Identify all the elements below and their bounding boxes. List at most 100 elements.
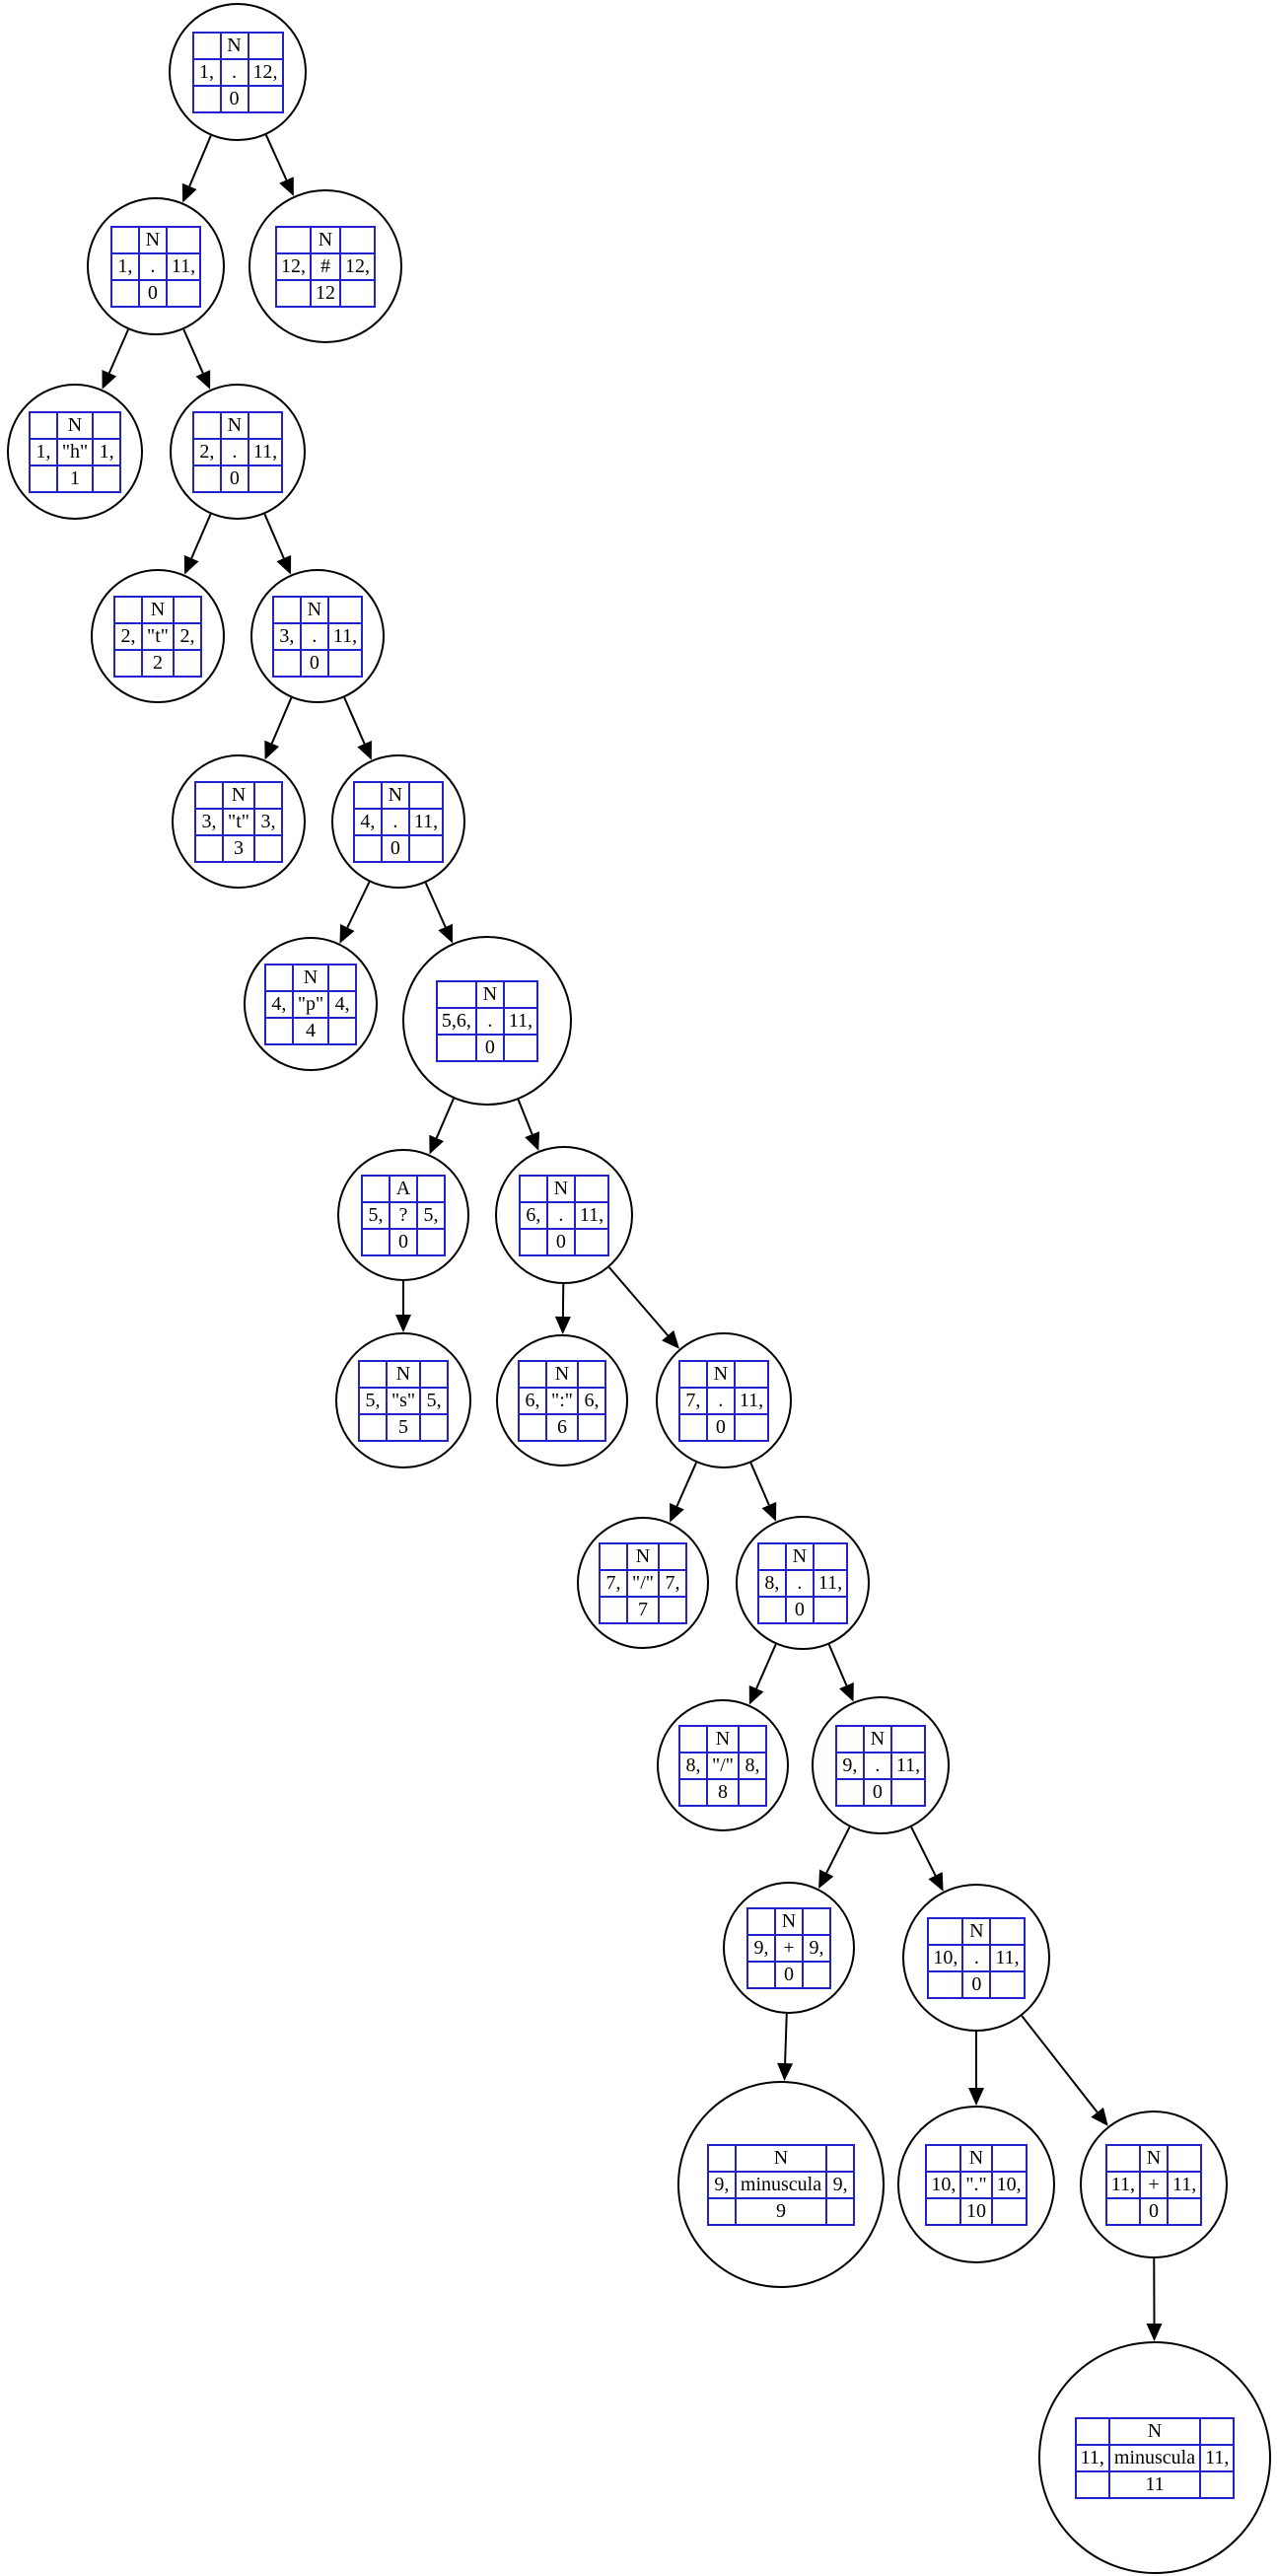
node-flag: N [222, 780, 255, 810]
node-op: "h" [55, 437, 95, 466]
node-value: 0 [774, 1960, 804, 1989]
node-value: 0 [1139, 2196, 1169, 2226]
node-right: 11, [812, 1568, 849, 1598]
node-flag: N [137, 225, 168, 254]
node-op: . [219, 57, 249, 87]
node-right: 10, [990, 2170, 1028, 2199]
node-flag: N [545, 1359, 579, 1389]
node-value: 9 [734, 2196, 828, 2226]
node-left: 7, [677, 1386, 708, 1415]
node-value: 1 [55, 464, 95, 493]
node-value: 0 [784, 1595, 815, 1624]
tree-edge [1021, 2015, 1099, 2113]
edge-arrowhead [438, 923, 453, 944]
node-left: 10, [927, 1943, 964, 1972]
node-value: 11 [1107, 2469, 1202, 2499]
node-right: 11, [989, 1943, 1026, 1972]
node-flag: N [291, 963, 330, 992]
node-op: . [784, 1568, 815, 1598]
edge-arrowhead [670, 1503, 684, 1523]
node-flag: N [219, 410, 249, 440]
tree-edge [188, 135, 212, 187]
node-flag: N [1107, 2416, 1202, 2446]
node-right: 7, [657, 1568, 687, 1598]
edge-arrowhead [102, 370, 117, 390]
node-left: 1, [109, 251, 140, 281]
edge-arrowhead [525, 1131, 540, 1151]
node-flag: N [959, 2143, 993, 2173]
node-right: 11, [165, 251, 202, 281]
node-value: 5 [385, 1412, 422, 1442]
node-right: 12, [247, 57, 284, 87]
tree-edge [264, 134, 288, 180]
node-left: 9, [706, 2170, 737, 2199]
node-value: 0 [219, 464, 249, 493]
edge-arrowhead [339, 924, 355, 944]
tree-edge [182, 328, 204, 374]
node-right: 2, [172, 621, 202, 651]
node-op: "/" [626, 1568, 660, 1598]
node-op: . [474, 1006, 505, 1036]
node-right: 11, [1166, 2170, 1203, 2199]
node-op: . [705, 1386, 736, 1415]
node-left: 8, [756, 1568, 787, 1598]
edge-arrowhead [968, 2088, 984, 2106]
tree-edge [435, 1098, 455, 1139]
node-flag: N [626, 1541, 660, 1571]
node-op: + [1139, 2170, 1169, 2199]
edge-arrowhead [761, 1501, 777, 1522]
node-left: 1, [191, 57, 222, 87]
node-value: 0 [705, 1412, 736, 1442]
node-left: 8, [678, 1751, 709, 1780]
node-op: . [137, 251, 168, 281]
node-op: # [310, 251, 341, 281]
node-value: 0 [380, 833, 410, 863]
node-value: 0 [389, 1227, 418, 1256]
node-right: 11, [502, 1006, 539, 1036]
node-op: "t" [222, 807, 255, 836]
node-right: 11, [326, 621, 364, 651]
node-flag: N [385, 1359, 422, 1389]
tree-edge [346, 881, 371, 928]
node-right: 5, [416, 1200, 446, 1230]
tree-edge [424, 882, 447, 928]
node-flag: N [299, 595, 329, 624]
node-value: 6 [545, 1412, 579, 1442]
node-left: 6, [518, 1386, 548, 1415]
node-right: 11, [1199, 2443, 1236, 2472]
node-left: 3, [271, 621, 302, 651]
node-value: 0 [474, 1033, 505, 1062]
node-right: 6, [576, 1386, 606, 1415]
node-flag: N [774, 1906, 804, 1936]
node-left: 7, [599, 1568, 629, 1598]
node-left: 2, [113, 621, 144, 651]
node-value: 4 [291, 1016, 330, 1045]
node-value: 7 [626, 1595, 660, 1624]
node-flag: N [545, 1174, 576, 1203]
